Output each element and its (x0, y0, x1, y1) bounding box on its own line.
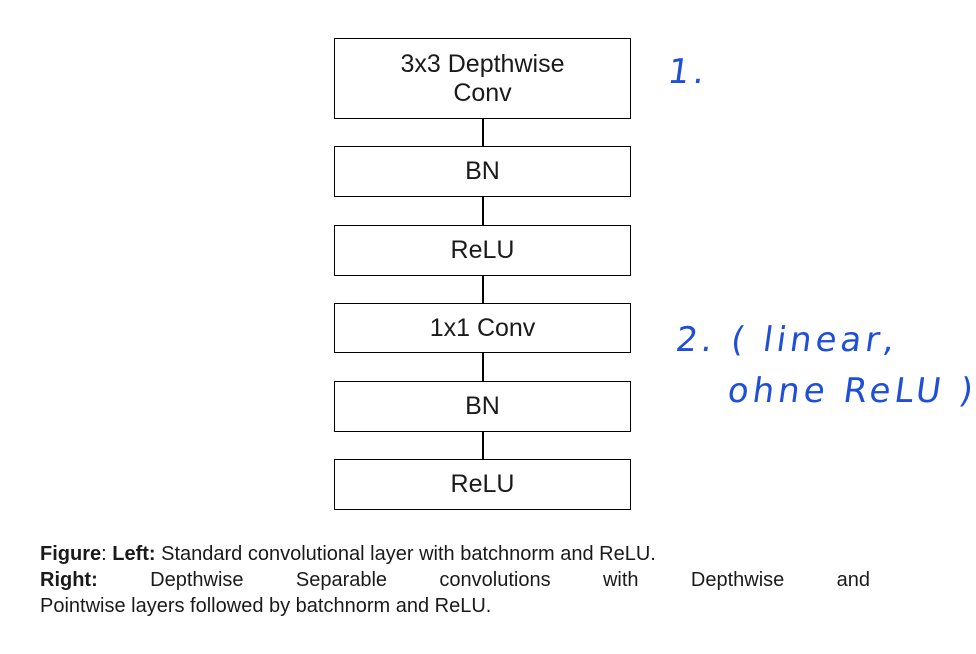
caption-line-3: Pointwise layers followed by batchnorm a… (40, 595, 492, 617)
caption-line-2: Right: Depthwise Separable convolutions … (40, 567, 870, 593)
annotation-1: 1. (665, 52, 712, 92)
connector-5 (482, 432, 484, 459)
figure-label: Figure (40, 543, 102, 565)
connector-1 (482, 119, 484, 146)
figure-caption: Figure: Left: Standard convolutional lay… (40, 541, 870, 619)
relu-label-2: ReLU (450, 470, 515, 498)
bn-label-2: BN (465, 392, 500, 420)
annotation-2-line-1: 2. ( linear, (673, 320, 902, 360)
right-text-1: Depthwise Separable convolutions with De… (97, 569, 870, 591)
bn-box-1: BN (334, 146, 631, 197)
right-label: Right: (40, 569, 98, 591)
caption-sep: : (101, 543, 107, 565)
left-label: Left: (112, 543, 156, 565)
connector-2 (482, 197, 484, 225)
left-text: Standard convolutional layer with batchn… (155, 543, 656, 565)
depthwise-conv-box: 3x3 Depthwise Conv (334, 38, 631, 119)
bn-box-2: BN (334, 381, 631, 432)
pointwise-conv-box: 1x1 Conv (334, 303, 631, 353)
bn-label-1: BN (465, 157, 500, 185)
depthwise-conv-label: 3x3 Depthwise Conv (400, 49, 565, 107)
caption-line-1: Figure: Left: Standard convolutional lay… (40, 541, 870, 567)
relu-label-1: ReLU (450, 236, 515, 264)
relu-box-1: ReLU (334, 225, 631, 276)
pointwise-conv-label: 1x1 Conv (429, 313, 536, 342)
annotation-2-line-2: ohne ReLU ) (725, 371, 976, 411)
relu-box-2: ReLU (334, 459, 631, 510)
connector-4 (482, 353, 484, 381)
connector-3 (482, 276, 484, 303)
